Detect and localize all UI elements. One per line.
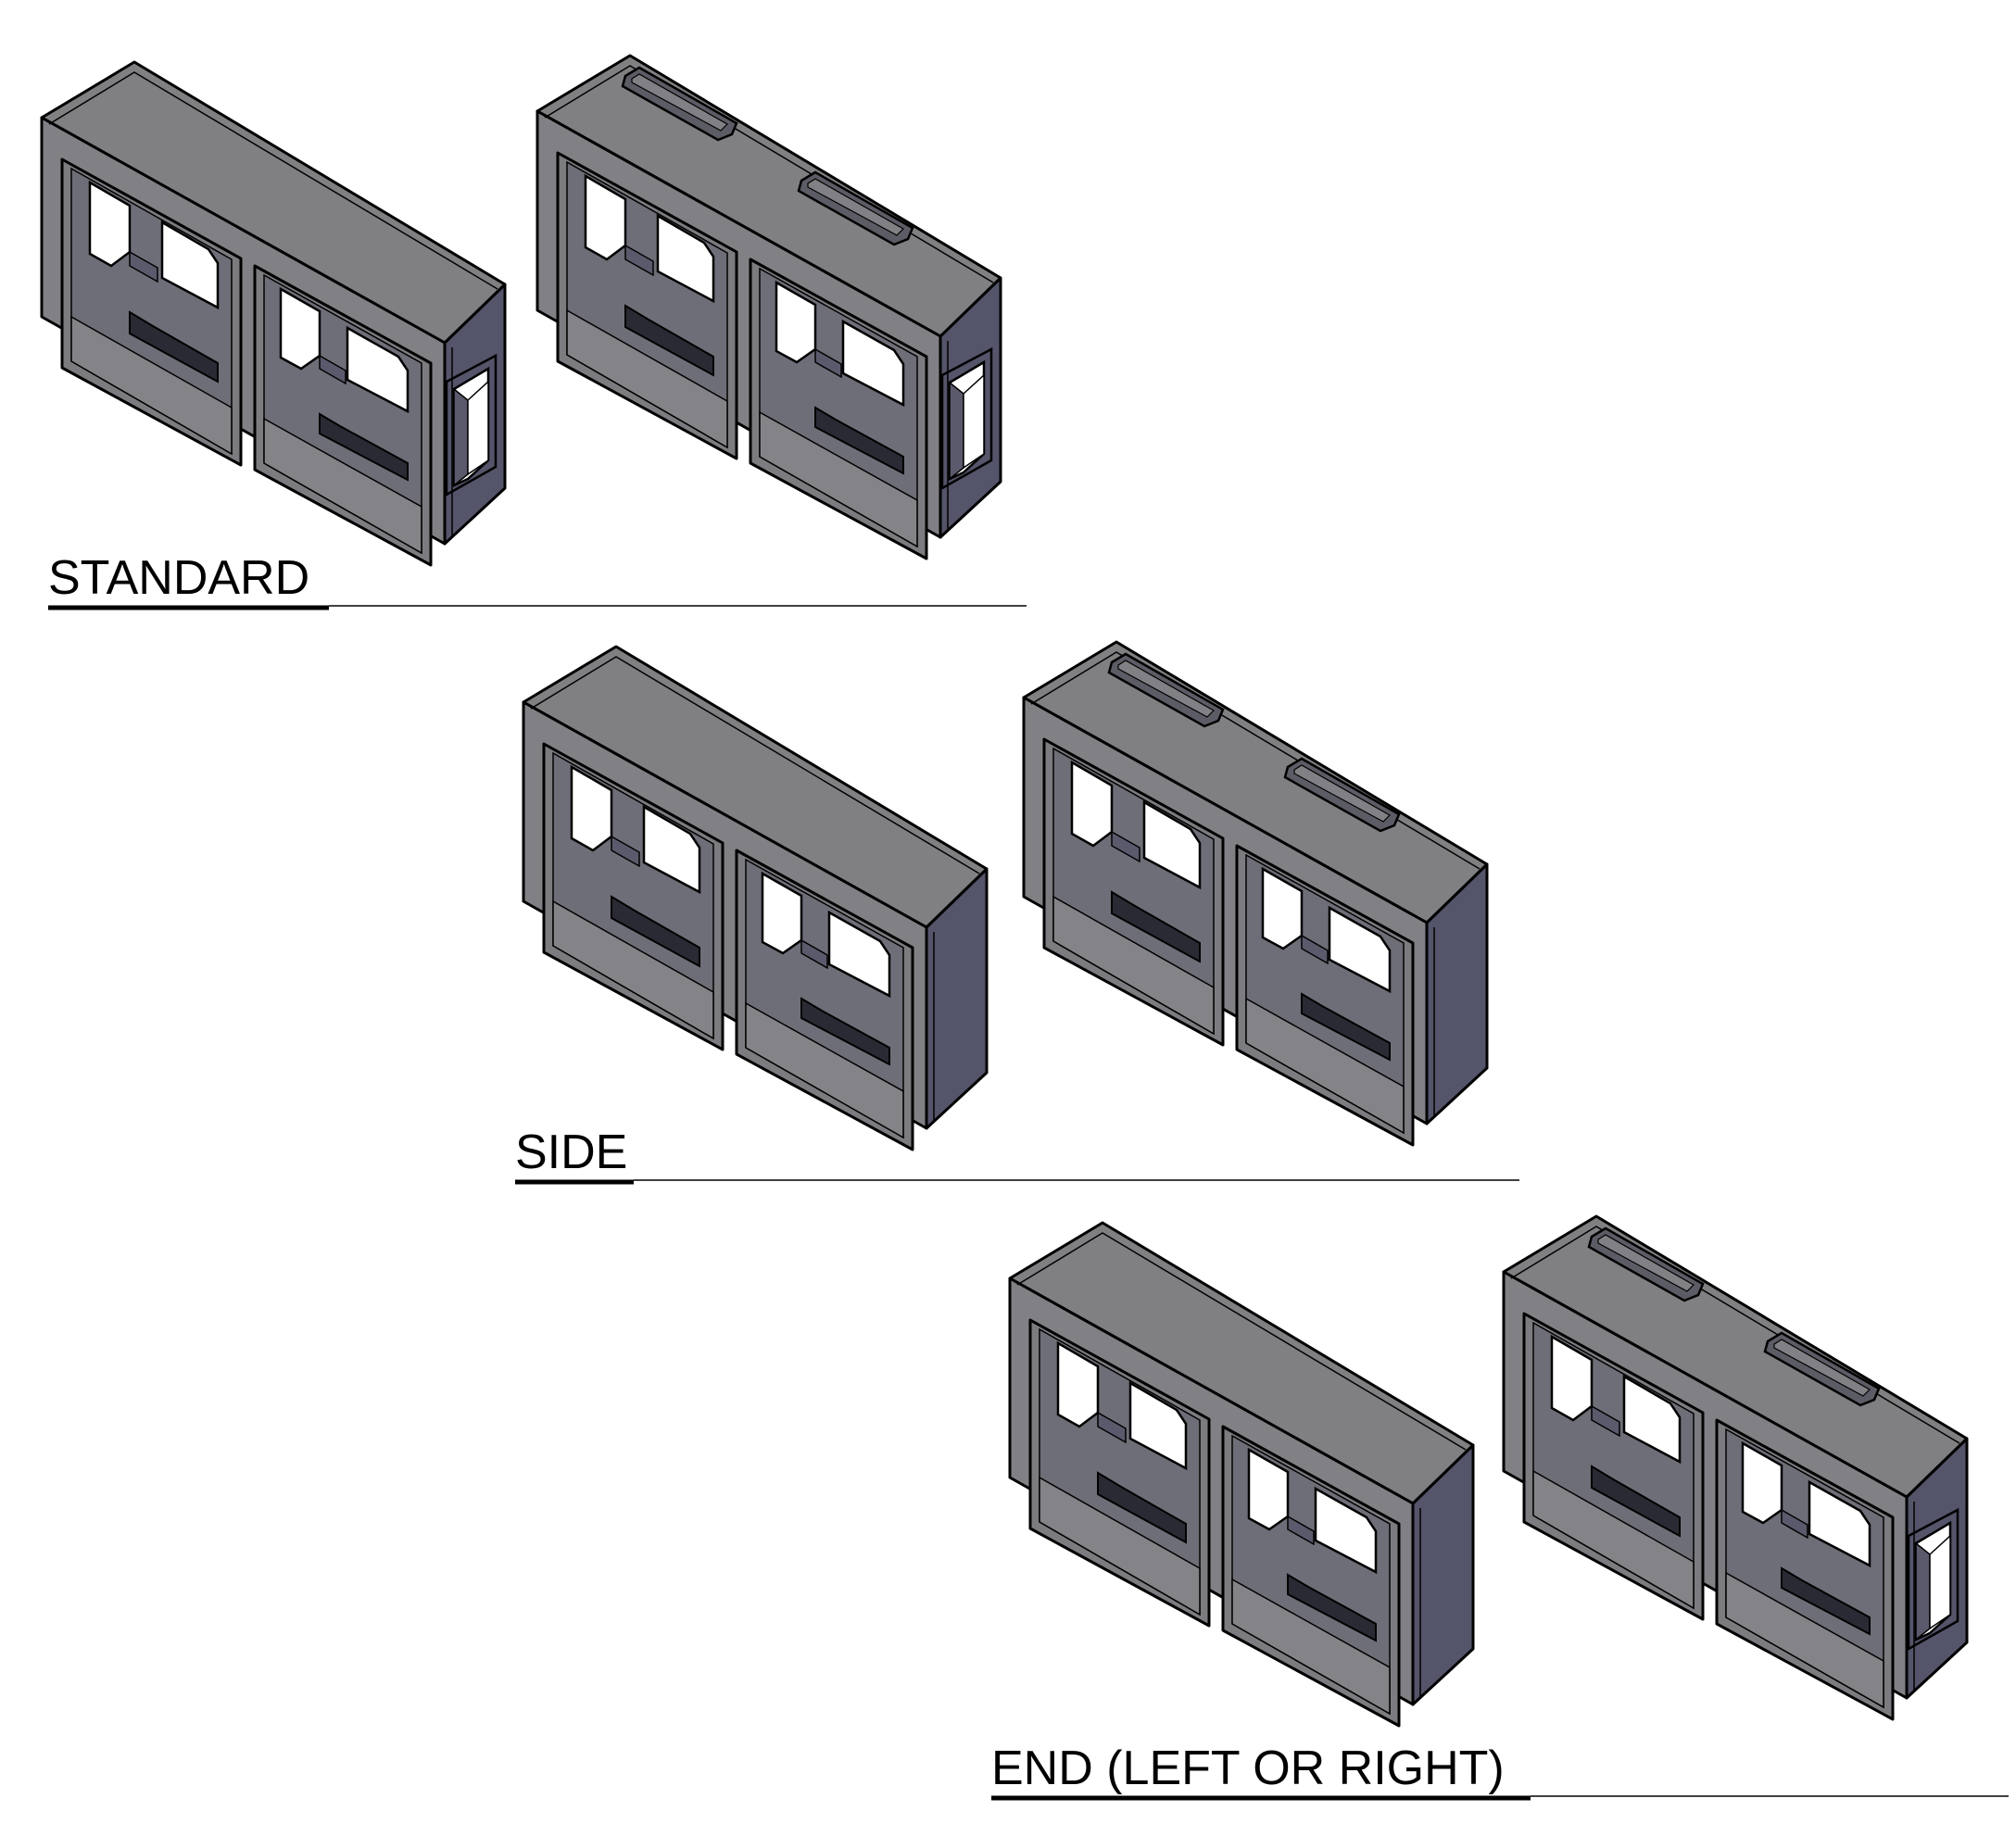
block-end-right <box>1502 1214 1969 1721</box>
block-side-right <box>1022 640 1489 1147</box>
caption-end: END (LEFT OR RIGHT) <box>991 1742 1505 1795</box>
block-standard-left <box>40 60 507 567</box>
block-side-left <box>522 645 989 1151</box>
block-standard-right <box>536 54 1002 560</box>
caption-side: SIDE <box>515 1125 627 1179</box>
caption-standard: STANDARD <box>48 551 309 605</box>
block-end-left <box>1008 1221 1475 1728</box>
